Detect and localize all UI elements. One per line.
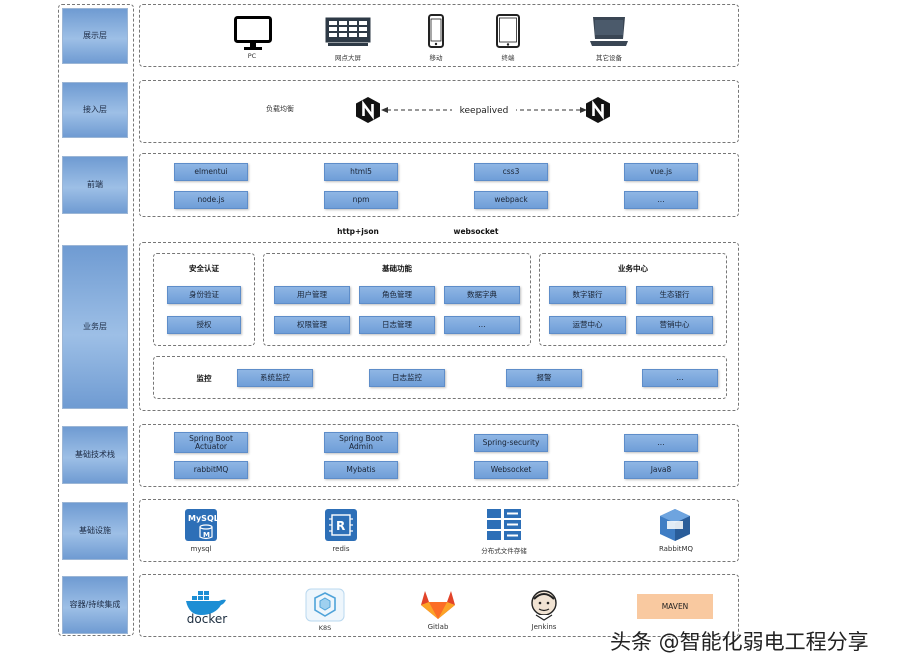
display-layer-panel xyxy=(139,4,739,67)
layer-label-container: 容器/持续集成 xyxy=(62,576,128,634)
protocol-websocket: websocket xyxy=(453,227,499,236)
business-center-title: 业务中心 xyxy=(618,264,648,273)
tablet-icon xyxy=(496,14,520,48)
distributed-storage-icon xyxy=(487,509,521,540)
big-screen-caption: 网点大屏 xyxy=(335,54,361,62)
pc-caption: PC xyxy=(247,52,257,60)
frontend-item-nodejs: node.js xyxy=(174,191,248,209)
jenkins-icon xyxy=(531,590,557,621)
rabbitmq-icon xyxy=(660,509,690,541)
k8s-caption: K8S xyxy=(318,624,332,632)
tech-item-more: ... xyxy=(624,434,698,452)
frontend-item-elmentui: elmentui xyxy=(174,163,248,181)
business-layer-panel xyxy=(139,242,739,411)
monitor-item-more: ... xyxy=(642,369,718,387)
mysql-icon: MySQL M xyxy=(185,509,218,541)
other-device-icon xyxy=(590,17,628,46)
tech-stack-layer-panel xyxy=(139,424,739,487)
nginx-icon-left xyxy=(356,97,380,123)
watermark-text: 头条 @智能化弱电工程分享 xyxy=(610,630,869,654)
frontend-item-webpack: webpack xyxy=(474,191,548,209)
center-item-eco-bank: 生态银行 xyxy=(636,286,713,304)
monitor-item-alarm: 报警 xyxy=(506,369,582,387)
mobile-caption: 移动 xyxy=(429,54,443,62)
docker-wordmark: docker xyxy=(186,612,228,626)
basic-item-user-mgmt: 用户管理 xyxy=(274,286,350,304)
tech-item-mybatis: Mybatis xyxy=(324,461,398,479)
load-balance-label: 负载均衡 xyxy=(266,105,294,113)
frontend-item-vuejs: vue.js xyxy=(624,163,698,181)
tech-item-websocket: Websocket xyxy=(474,461,548,479)
nginx-icon-right xyxy=(586,97,610,123)
layer-label-access: 接入层 xyxy=(62,82,128,138)
basic-item-dictionary: 数据字典 xyxy=(444,286,520,304)
other-device-caption: 其它设备 xyxy=(596,54,622,62)
protocol-http-json: http+json xyxy=(337,227,379,236)
tablet-caption: 终端 xyxy=(501,54,515,62)
rabbitmq-caption: RabbitMQ xyxy=(658,545,694,553)
mysql-caption: mysql xyxy=(190,545,212,553)
tech-item-spring-security: Spring-security xyxy=(474,434,548,452)
redis-caption: redis xyxy=(332,545,350,553)
frontend-item-more: ... xyxy=(624,191,698,209)
gitlab-fox-icon xyxy=(421,591,455,619)
infrastructure-layer-panel xyxy=(139,499,739,562)
mobile-phone-icon xyxy=(428,14,444,48)
maven-logo: MAVEN xyxy=(637,594,713,619)
basic-function-title: 基础功能 xyxy=(382,264,412,273)
gitlab-caption: Gitlab xyxy=(427,623,449,631)
layer-label-tech-stack: 基础技术栈 xyxy=(62,426,128,484)
business-center-group xyxy=(539,253,727,346)
basic-item-more: ... xyxy=(444,316,520,334)
frontend-item-html5: html5 xyxy=(324,163,398,181)
distributed-storage-caption: 分布式文件存储 xyxy=(481,547,527,555)
k8s-icon xyxy=(305,588,345,622)
basic-item-log-mgmt: 日志管理 xyxy=(359,316,435,334)
big-screen-icon xyxy=(325,17,371,46)
tech-item-rabbitmq: rabbitMQ xyxy=(174,461,248,479)
center-item-digital-bank: 数字银行 xyxy=(549,286,626,304)
basic-item-permission-mgmt: 权限管理 xyxy=(274,316,350,334)
center-item-operation: 运营中心 xyxy=(549,316,626,334)
docker-whale-icon xyxy=(186,591,226,615)
monitor-title: 监控 xyxy=(196,374,212,383)
redis-icon: R xyxy=(325,509,357,541)
frontend-item-css3: css3 xyxy=(474,163,548,181)
security-title: 安全认证 xyxy=(189,264,219,273)
security-item-authorize: 授权 xyxy=(167,316,241,334)
layer-label-frontend: 前端 xyxy=(62,156,128,214)
svg-text:R: R xyxy=(336,519,345,533)
pc-monitor-icon xyxy=(234,16,272,50)
monitor-group xyxy=(153,356,727,399)
security-group xyxy=(153,253,255,346)
layer-label-business: 业务层 xyxy=(62,245,128,409)
layer-label-display: 展示层 xyxy=(62,8,128,64)
svg-text:M: M xyxy=(203,531,210,539)
frontend-layer-panel xyxy=(139,153,739,217)
frontend-item-npm: npm xyxy=(324,191,398,209)
tech-item-actuator: Spring Boot Actuator xyxy=(174,432,248,453)
access-layer-panel xyxy=(139,80,739,143)
basic-item-role-mgmt: 角色管理 xyxy=(359,286,435,304)
keepalived-link-arrow xyxy=(381,107,587,113)
container-layer-panel xyxy=(139,574,739,637)
layer-label-infrastructure: 基础设施 xyxy=(62,502,128,560)
layer-label-column xyxy=(58,4,134,636)
security-item-identity: 身份验证 xyxy=(167,286,241,304)
jenkins-caption: Jenkins xyxy=(531,623,557,631)
svg-text:MySQL: MySQL xyxy=(188,514,218,523)
tech-item-java8: Java8 xyxy=(624,461,698,479)
basic-function-group xyxy=(263,253,531,346)
keepalived-label: keepalived xyxy=(452,104,516,118)
monitor-item-system: 系统监控 xyxy=(237,369,313,387)
center-item-marketing: 营销中心 xyxy=(636,316,713,334)
tech-item-admin: Spring Boot Admin xyxy=(324,432,398,453)
monitor-item-log: 日志监控 xyxy=(369,369,445,387)
